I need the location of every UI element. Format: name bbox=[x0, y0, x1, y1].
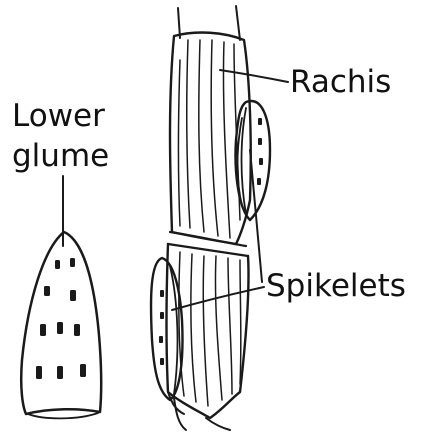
spikelets-leader-line-upper bbox=[250, 150, 262, 282]
label-rachis: Rachis bbox=[290, 64, 391, 100]
label-lower-glume-line1: Lower bbox=[12, 98, 105, 134]
label-lower-glume-line2: glume bbox=[12, 138, 109, 174]
spikelets-leader-line-lower bbox=[172, 287, 264, 310]
lower-glume-drawing bbox=[21, 176, 101, 418]
upper-spikelet-drawing bbox=[236, 101, 270, 220]
label-spikelets: Spikelets bbox=[266, 268, 406, 304]
glume-markings bbox=[36, 258, 86, 379]
rachis-leader-line bbox=[220, 70, 288, 82]
rachis-drawing bbox=[167, 6, 251, 430]
